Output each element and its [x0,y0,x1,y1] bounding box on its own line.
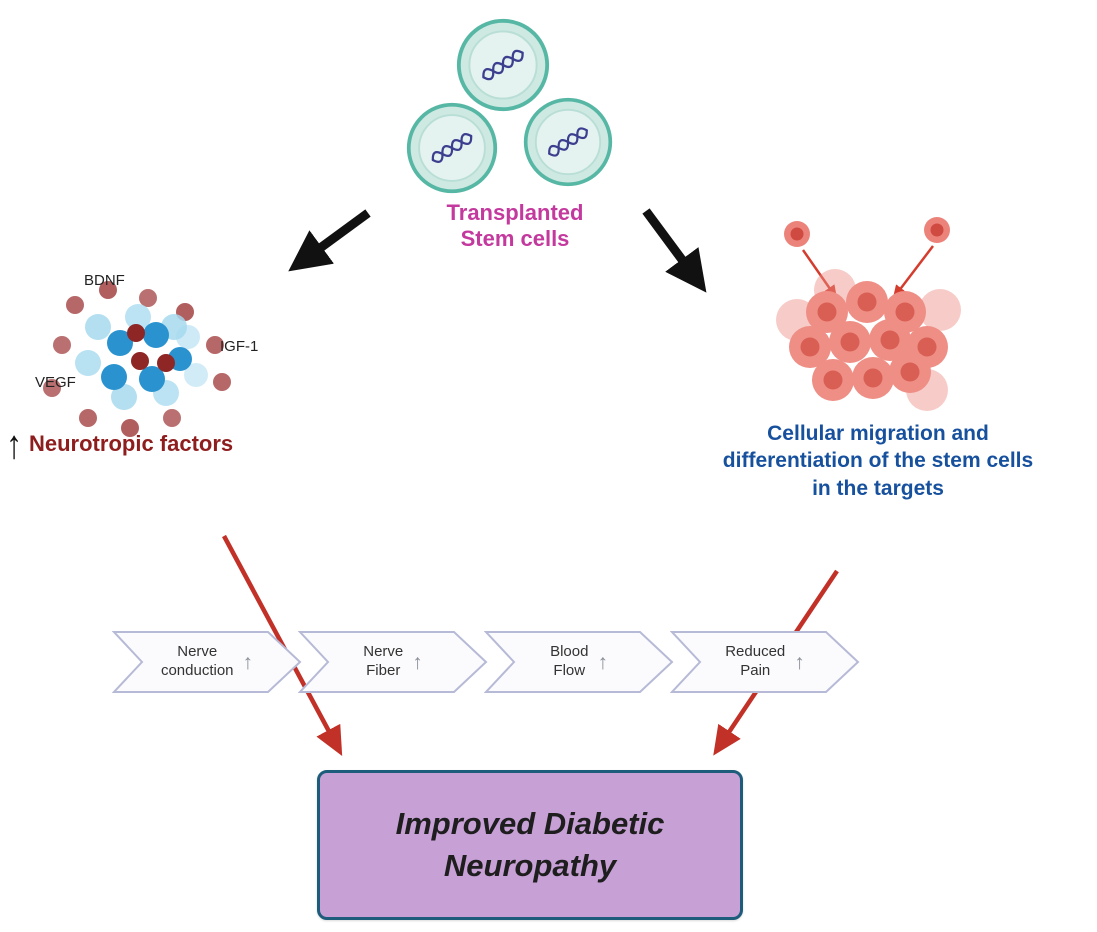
increase-arrow-icon: ↑ [597,650,608,674]
process-step-label: Nerve conduction [160,643,234,679]
black-arrow-left [288,209,371,272]
chevron-shape [112,631,302,693]
increase-arrow-icon: ↑ [794,650,805,674]
process-step-label: Reduced Pain [725,643,786,679]
black-arrow-right [642,208,707,293]
factor-dots-light-blue [75,304,208,410]
migration-arrow-left [801,249,838,300]
factor-label-igf1: IGF-1 [220,338,259,355]
chevron-shape [298,631,488,693]
chevron-shape [484,631,674,693]
increase-arrow-icon: ↑ [242,650,254,674]
outcome-label: Improved Diabetic Neuropathy [395,806,665,883]
process-step-reduced-pain: Reduced Pain ↑ [670,630,860,694]
stem-cell-icon [456,18,550,112]
cell-cluster [789,281,948,401]
stem-cell-icon [406,102,498,194]
neurotropic-factors-illustration [43,281,231,437]
chevron-shape [670,631,860,693]
increase-arrow-icon: ↑ [412,650,423,674]
outcome-box: Improved Diabetic Neuropathy [317,770,743,920]
factor-dots-dark-red [127,324,175,372]
process-step-label: Nerve Fiber [363,643,404,679]
process-flow: Nerve conduction ↑ Nerve Fiber ↑ Blood F… [112,630,860,694]
cell-migration-illustration [776,217,961,411]
process-step-nerve-conduction: Nerve conduction ↑ [112,630,302,694]
process-step-label: Blood Flow [550,643,589,679]
factor-label-bdnf: BDNF [84,272,125,289]
process-step-nerve-fiber: Nerve Fiber ↑ [298,630,488,694]
factor-dots-bright-blue [101,322,192,392]
up-arrow-icon: ↑ [6,421,22,467]
migration-caption: Cellular migration and differentiation o… [722,422,1034,500]
stem-cells-illustration [406,18,613,194]
process-step-blood-flow: Blood Flow ↑ [484,630,674,694]
neurotropic-caption-row: ↑ Neurotropic factors [6,424,234,464]
migration-arrow-right [892,245,934,299]
stem-cell-icon [523,97,613,187]
migrating-small-cells [784,217,950,247]
stem-cells-label: Transplanted Stem cells [446,200,584,251]
factor-label-vegf: VEGF [35,374,76,391]
neurotropic-caption: Neurotropic factors [29,431,234,456]
